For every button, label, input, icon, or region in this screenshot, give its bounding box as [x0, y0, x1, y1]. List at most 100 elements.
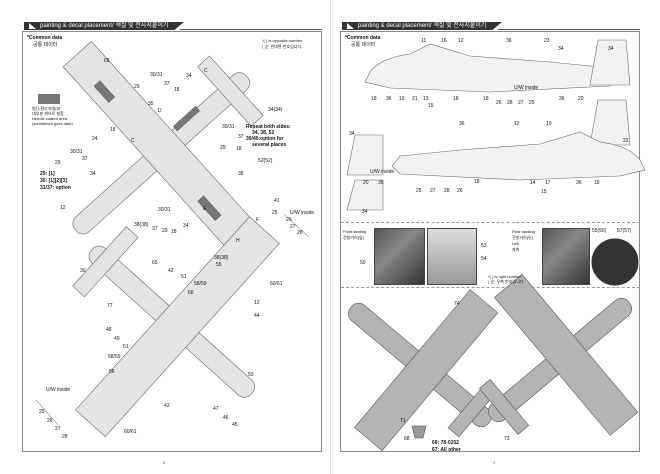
callout-label: 25	[39, 409, 45, 415]
callout-label: 12	[458, 38, 464, 44]
callout-label: Needle coated area	[32, 116, 67, 121]
callout-label: 15	[428, 103, 434, 109]
page-number: 9	[493, 460, 496, 465]
callout-label: 56	[109, 369, 115, 375]
front-landing-detail-photo	[427, 228, 477, 285]
callout-label: 13	[423, 96, 429, 102]
callout-label: 36	[576, 180, 582, 186]
callout-label: 36	[559, 96, 565, 102]
callout-label: 58/59	[108, 354, 121, 360]
color-swatch	[38, 94, 60, 104]
callout-label: 18	[174, 87, 180, 93]
callout-label: 18	[110, 127, 116, 133]
callout-label: ( )는 우측 번호입니다.	[488, 279, 525, 284]
divider	[341, 222, 640, 223]
callout-label: 38	[238, 171, 244, 177]
callout-label: 54	[481, 256, 487, 262]
callout-label: 34	[349, 131, 355, 137]
callout-label: 47	[213, 406, 219, 412]
callout-label: Front landing	[343, 229, 367, 234]
callout-label: 26	[47, 418, 53, 424]
callout-label: U/W inside	[514, 85, 539, 91]
page-number: 8	[163, 460, 166, 465]
callout-label: D	[158, 108, 162, 114]
callout-label: 26	[457, 188, 463, 194]
callout-label: 60/61	[124, 429, 137, 435]
callout-label: 68	[404, 436, 410, 442]
callout-label: 14	[530, 180, 536, 186]
aircraft-bottom-view-scheme	[479, 273, 639, 436]
callout-label: 51	[181, 274, 187, 280]
callout-label: 35	[148, 101, 154, 107]
aircraft-bottom-view	[72, 216, 280, 438]
callout-label: 37	[82, 156, 88, 162]
callout-label: 좌측	[512, 247, 520, 252]
divider	[498, 29, 640, 30]
callout-label: 37	[238, 134, 244, 140]
callout-label: 36	[386, 96, 392, 102]
callout-label: 58/59	[194, 281, 207, 287]
callout-label: 45	[232, 422, 238, 428]
aircraft-top-view	[62, 40, 266, 261]
callout-label: C	[131, 138, 135, 144]
callout-label: 34	[558, 46, 564, 52]
callout-label: 11	[421, 38, 427, 44]
callout-label: 38(38)	[214, 255, 229, 261]
callout-label: 55(56)	[592, 228, 607, 234]
callout-label: U/W inside	[290, 210, 315, 216]
detail-zoom-circle	[590, 237, 640, 287]
note: *( ) is opposite number.	[262, 38, 304, 43]
callout-label: 46	[223, 415, 229, 421]
section-banner: painting & decal placement/ 색칠 및 전사지붙이기	[342, 22, 502, 30]
callout-label: U/W inside	[370, 169, 395, 175]
callout-label: 27	[290, 224, 296, 230]
callout-label: 30	[80, 268, 86, 274]
callout-label: 24	[92, 136, 98, 142]
callout-label: 18	[236, 146, 242, 152]
callout-label: 대부분 색으로 칠함	[32, 111, 64, 116]
callout-label: H	[236, 238, 240, 244]
callout-label: 50	[360, 260, 366, 266]
callout-label: 전방기어(뒤)	[512, 235, 534, 240]
callout-label: 53	[481, 243, 487, 249]
callout-label: 34	[186, 73, 192, 79]
callout-label: 12	[60, 205, 66, 211]
callout-label: 26	[496, 100, 502, 106]
page-frame	[340, 31, 640, 452]
callout-label: 34	[90, 171, 96, 177]
callout-label: 18	[171, 229, 177, 235]
callout-label: 23	[544, 38, 550, 44]
callout-label: 17	[545, 180, 551, 186]
callout-label: 19	[399, 96, 405, 102]
callout-label: 29: [1]	[40, 171, 55, 177]
callout-label: Repeat both sides:	[246, 124, 291, 130]
callout-label: 28	[297, 230, 303, 236]
callout-label: Left	[512, 241, 519, 246]
callout-label: 전방기어(앞)	[343, 235, 365, 240]
aircraft-top-bottom-views	[35, 40, 310, 438]
callout-label: 30/31	[70, 149, 83, 155]
callout-label: E	[203, 206, 207, 212]
callout-label: U/W inside	[46, 387, 71, 393]
callout-label: Rear landing	[512, 229, 535, 234]
callout-label: 65	[152, 260, 158, 266]
callout-label: 52(52)	[258, 158, 273, 164]
callout-label: 28	[62, 434, 68, 440]
callout-label: 74	[454, 301, 460, 307]
callout-label: 37	[164, 81, 170, 87]
callout-label: 30/31	[150, 72, 163, 78]
callout-label: 30: [1][2][3]	[40, 178, 67, 184]
callout-label: 12	[514, 121, 520, 127]
callout-label: several places	[252, 142, 287, 148]
callout-label: 49	[114, 336, 120, 342]
divider	[341, 287, 640, 288]
front-landing-photo	[374, 228, 425, 285]
common-data-title: *Common data	[345, 35, 381, 41]
callout-label: 43	[164, 403, 170, 409]
note: ( )는 반대편 번호입니다.	[262, 44, 303, 49]
callout-label: 68	[104, 58, 110, 64]
callout-label: 27	[518, 100, 524, 106]
callout-label: 26	[286, 217, 292, 223]
callout-label: 51	[123, 344, 129, 350]
